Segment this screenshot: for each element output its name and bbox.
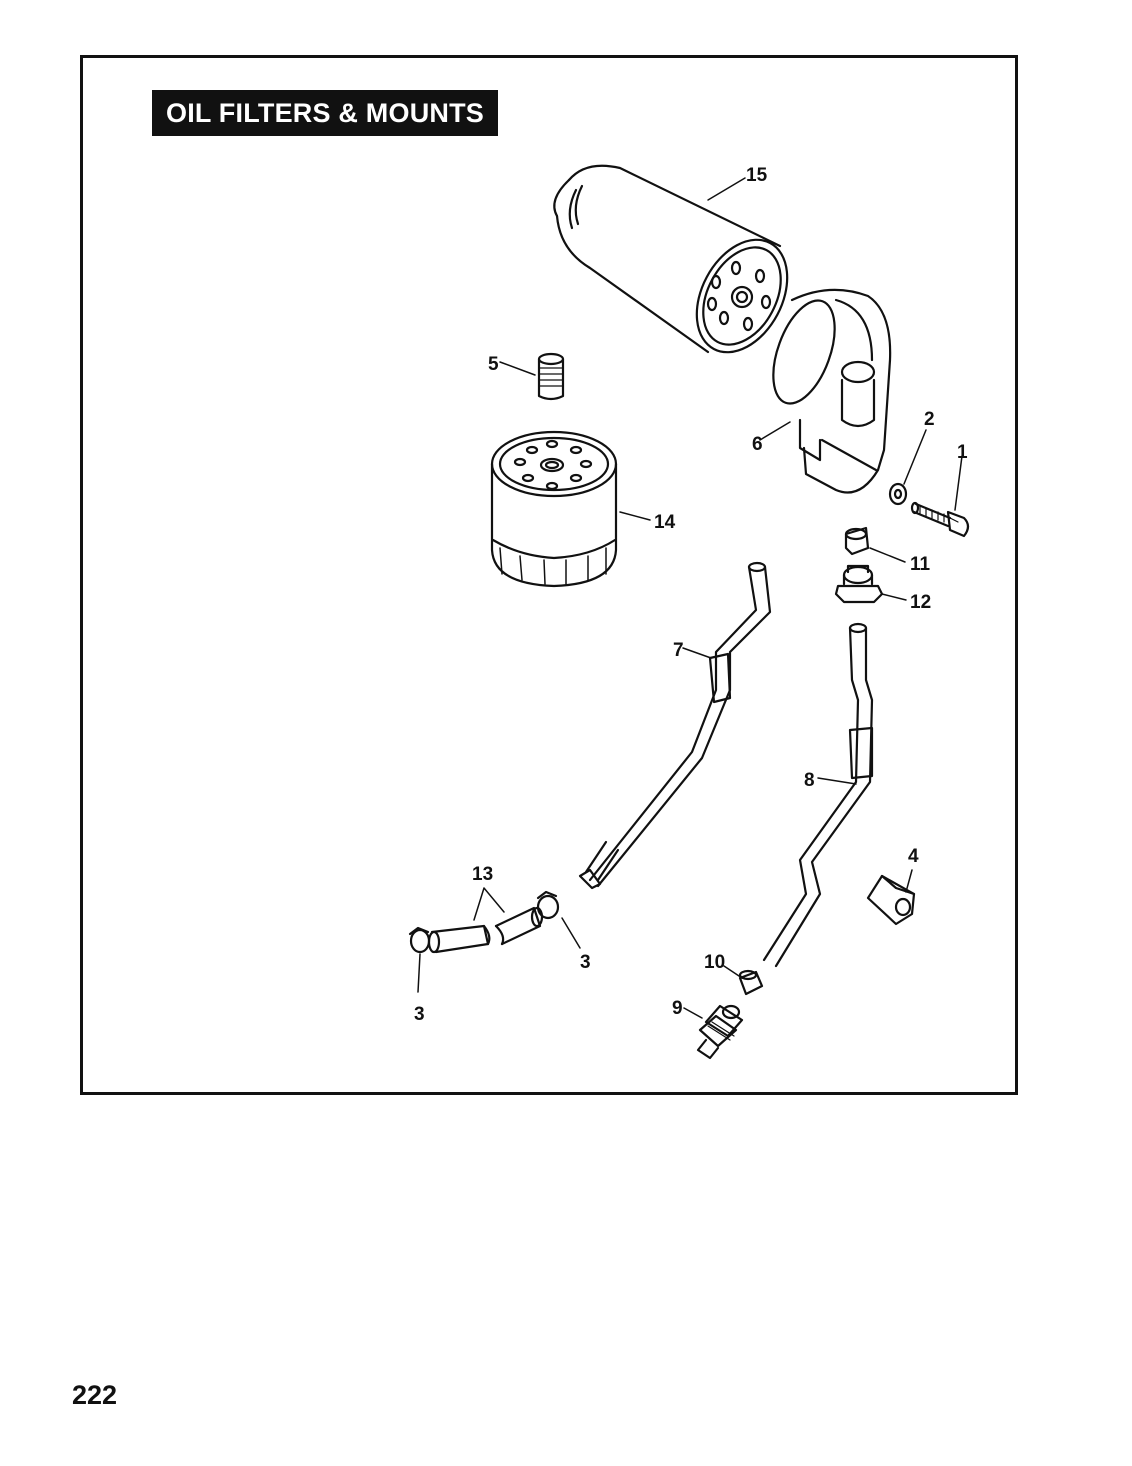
- nut-small: [844, 526, 906, 563]
- callout-2: 2: [924, 409, 935, 430]
- callout-14: 14: [654, 512, 676, 533]
- bolt: [910, 455, 970, 538]
- oil-filter-large: [553, 164, 789, 354]
- callout-5: 5: [488, 354, 499, 375]
- diagram-frame: [80, 55, 1018, 1095]
- callout-11: 11: [910, 554, 931, 575]
- callout-3-right: 3: [580, 952, 591, 973]
- callout-10: 10: [704, 952, 725, 973]
- oil-line-return: [762, 622, 874, 968]
- callout-12: 12: [910, 592, 931, 613]
- callout-4: 4: [908, 846, 919, 867]
- fitting-elbow: [834, 564, 907, 604]
- fitting-small: [723, 965, 764, 996]
- diagram-title: OIL FILTERS & MOUNTS: [152, 90, 498, 136]
- hose-clamp-left: [408, 926, 431, 993]
- callout-1: 1: [957, 442, 968, 463]
- pressure-switch: [683, 1004, 744, 1060]
- oil-filter-small: [490, 430, 651, 588]
- callout-6: 6: [752, 434, 763, 455]
- callout-9: 9: [672, 998, 683, 1019]
- oil-line-feed: [578, 561, 772, 890]
- callout-3-left: 3: [414, 1004, 425, 1025]
- hose-pieces: [427, 887, 544, 954]
- clamp-block: [866, 869, 916, 926]
- filter-mount: [759, 288, 892, 494]
- washer: [888, 429, 927, 506]
- hose-clamp-right: [536, 890, 581, 949]
- callout-7: 7: [673, 640, 684, 661]
- callout-13: 13: [472, 864, 493, 885]
- callout-15: 15: [746, 165, 768, 186]
- callout-8: 8: [804, 770, 815, 791]
- page-number: 222: [72, 1380, 118, 1410]
- nipple-fitting: [499, 352, 565, 401]
